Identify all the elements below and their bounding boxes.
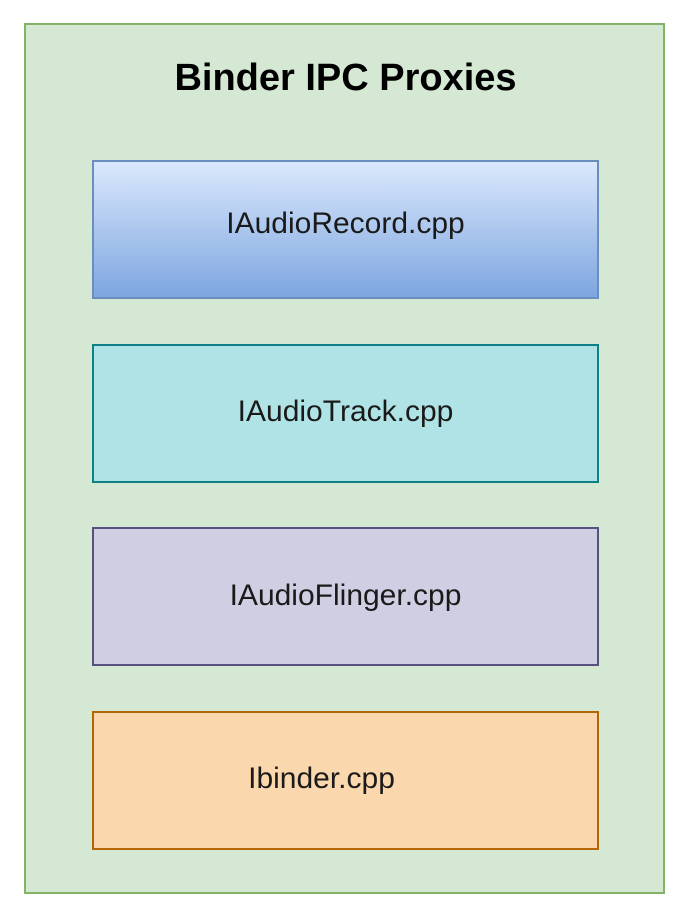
ibinder-label: Ibinder.cpp bbox=[248, 761, 395, 795]
iaudioflinger-label: IAudioFlinger.cpp bbox=[229, 578, 462, 612]
iaudiorecord-label: IAudioRecord.cpp bbox=[226, 206, 465, 240]
ibinder-box: Ibinder.cpp bbox=[92, 711, 599, 850]
iaudiotrack-box: IAudioTrack.cpp bbox=[92, 344, 599, 483]
diagram-title: Binder IPC Proxies bbox=[174, 57, 517, 99]
iaudioflinger-box: IAudioFlinger.cpp bbox=[92, 527, 599, 666]
iaudiorecord-box: IAudioRecord.cpp bbox=[92, 160, 599, 299]
iaudiotrack-label: IAudioTrack.cpp bbox=[237, 394, 454, 428]
